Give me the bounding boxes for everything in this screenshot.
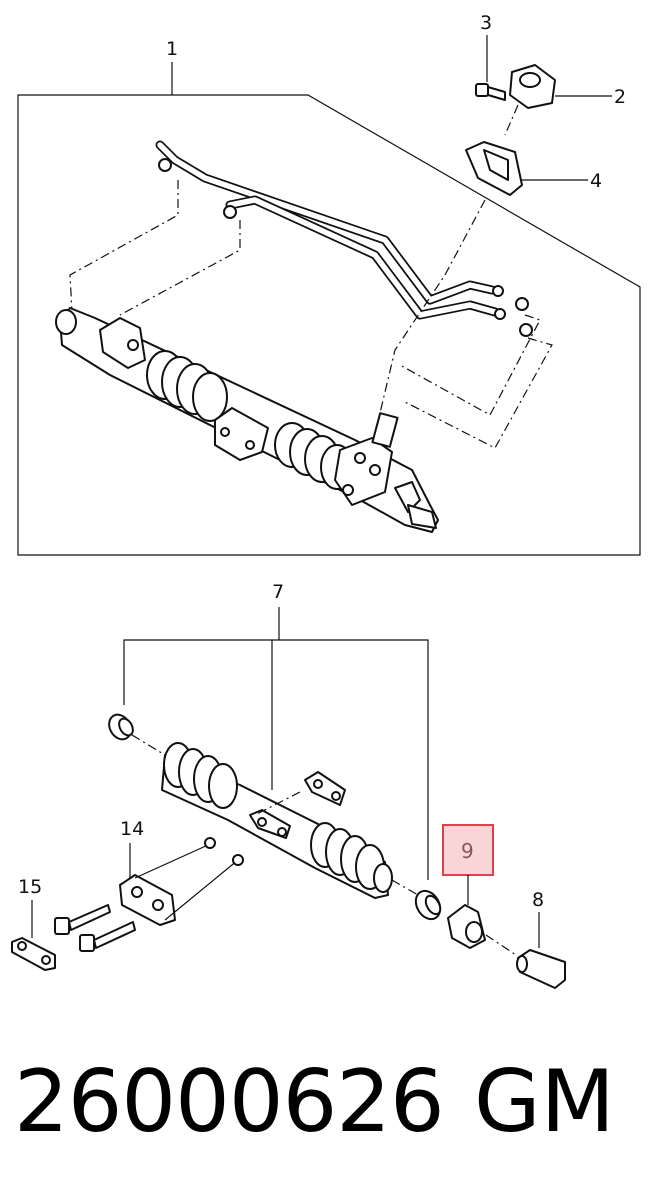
lower-assembly-group: 7 (11, 581, 566, 989)
connector-line-d (404, 337, 553, 449)
connector-line-c (399, 314, 541, 416)
bellows-upper-left (146, 350, 228, 422)
callout-2: 2 (614, 86, 626, 108)
connector-line-f (504, 104, 519, 136)
callout-3: 3 (480, 12, 492, 34)
assembly-frame (17, 94, 641, 556)
seal-ring-left (108, 713, 134, 741)
callout-7: 7 (272, 581, 284, 603)
callout-15: 15 (18, 876, 42, 898)
connector-line-a (69, 180, 179, 313)
connector-line-e (369, 199, 486, 456)
part-14-bracket: 14 (54, 818, 244, 952)
connector-line-b (119, 220, 241, 316)
bracket-7 (123, 639, 429, 880)
bellows-lower-right (310, 822, 393, 893)
bolt-a (54, 904, 111, 935)
seal-ring-right (414, 889, 442, 921)
rack-lower (161, 742, 393, 899)
steering-rack (55, 307, 439, 533)
part-15-plate: 15 (11, 876, 56, 971)
highlight-box-9 (442, 824, 494, 876)
part-4-grommet: 4 (465, 141, 602, 196)
upper-assembly-group: 1 (17, 12, 641, 556)
brand-label: GM (474, 1052, 615, 1152)
part-3-bolt: 3 (475, 12, 506, 101)
connector-line-g (131, 734, 166, 756)
part-8-pin: 8 (485, 889, 566, 989)
callout-1: 1 (166, 38, 178, 60)
callout-4: 4 (590, 170, 602, 192)
bolt-b (79, 921, 136, 952)
connector-line-h (391, 879, 419, 896)
callout-9: 9 (461, 839, 474, 863)
callout-14: 14 (120, 818, 144, 840)
part-9-bushing: 9 (442, 824, 494, 949)
part-number-label: 26000626 (14, 1052, 445, 1152)
callout-8: 8 (532, 889, 544, 911)
bellows-lower-left (163, 742, 238, 809)
hydraulic-pipes (155, 140, 533, 337)
part-2-clamp: 2 (509, 64, 626, 109)
